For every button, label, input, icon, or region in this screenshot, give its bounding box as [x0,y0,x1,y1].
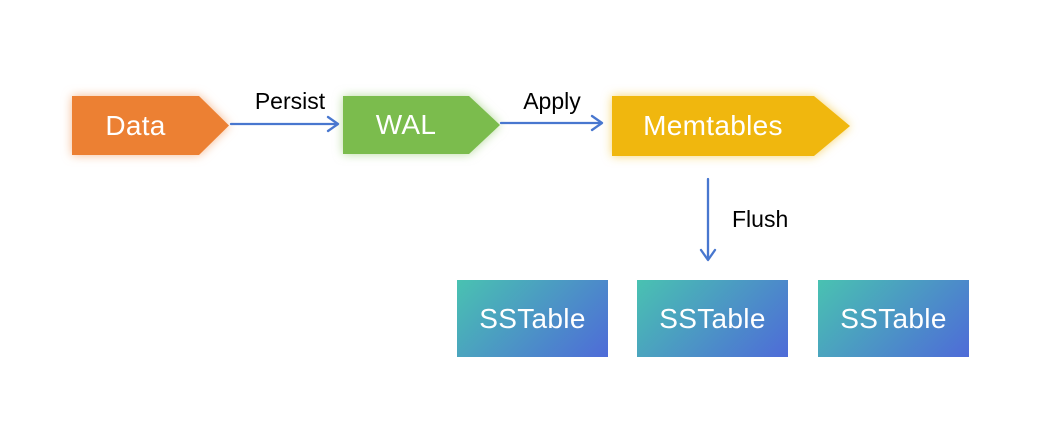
apply-edge-label: Apply [523,88,581,114]
apply-arrow-icon [499,114,604,132]
data-node-shape: Data [72,96,229,155]
data-node: Data [72,96,229,155]
sstable-node: SSTable [637,280,788,357]
memtables-node-label: Memtables [643,110,783,141]
wal-node-shape: WAL [343,96,500,154]
flush-arrow-icon [699,177,717,262]
memtables-node: Memtables [612,96,850,156]
sstable-node-label: SSTable [479,302,586,334]
sstable-node: SSTable [457,280,608,357]
memtables-node-shape: Memtables [612,96,850,156]
sstable-node-label: SSTable [659,302,766,334]
sstable-node-label: SSTable [840,302,947,334]
persist-edge-label: Persist [254,88,326,114]
sstable-node: SSTable [818,280,969,357]
wal-node-label: WAL [375,109,437,140]
data-node-label: Data [105,109,166,141]
flush-edge-label: Flush [732,206,789,232]
wal-node: WAL [343,96,500,154]
persist-arrow-icon [229,115,340,133]
